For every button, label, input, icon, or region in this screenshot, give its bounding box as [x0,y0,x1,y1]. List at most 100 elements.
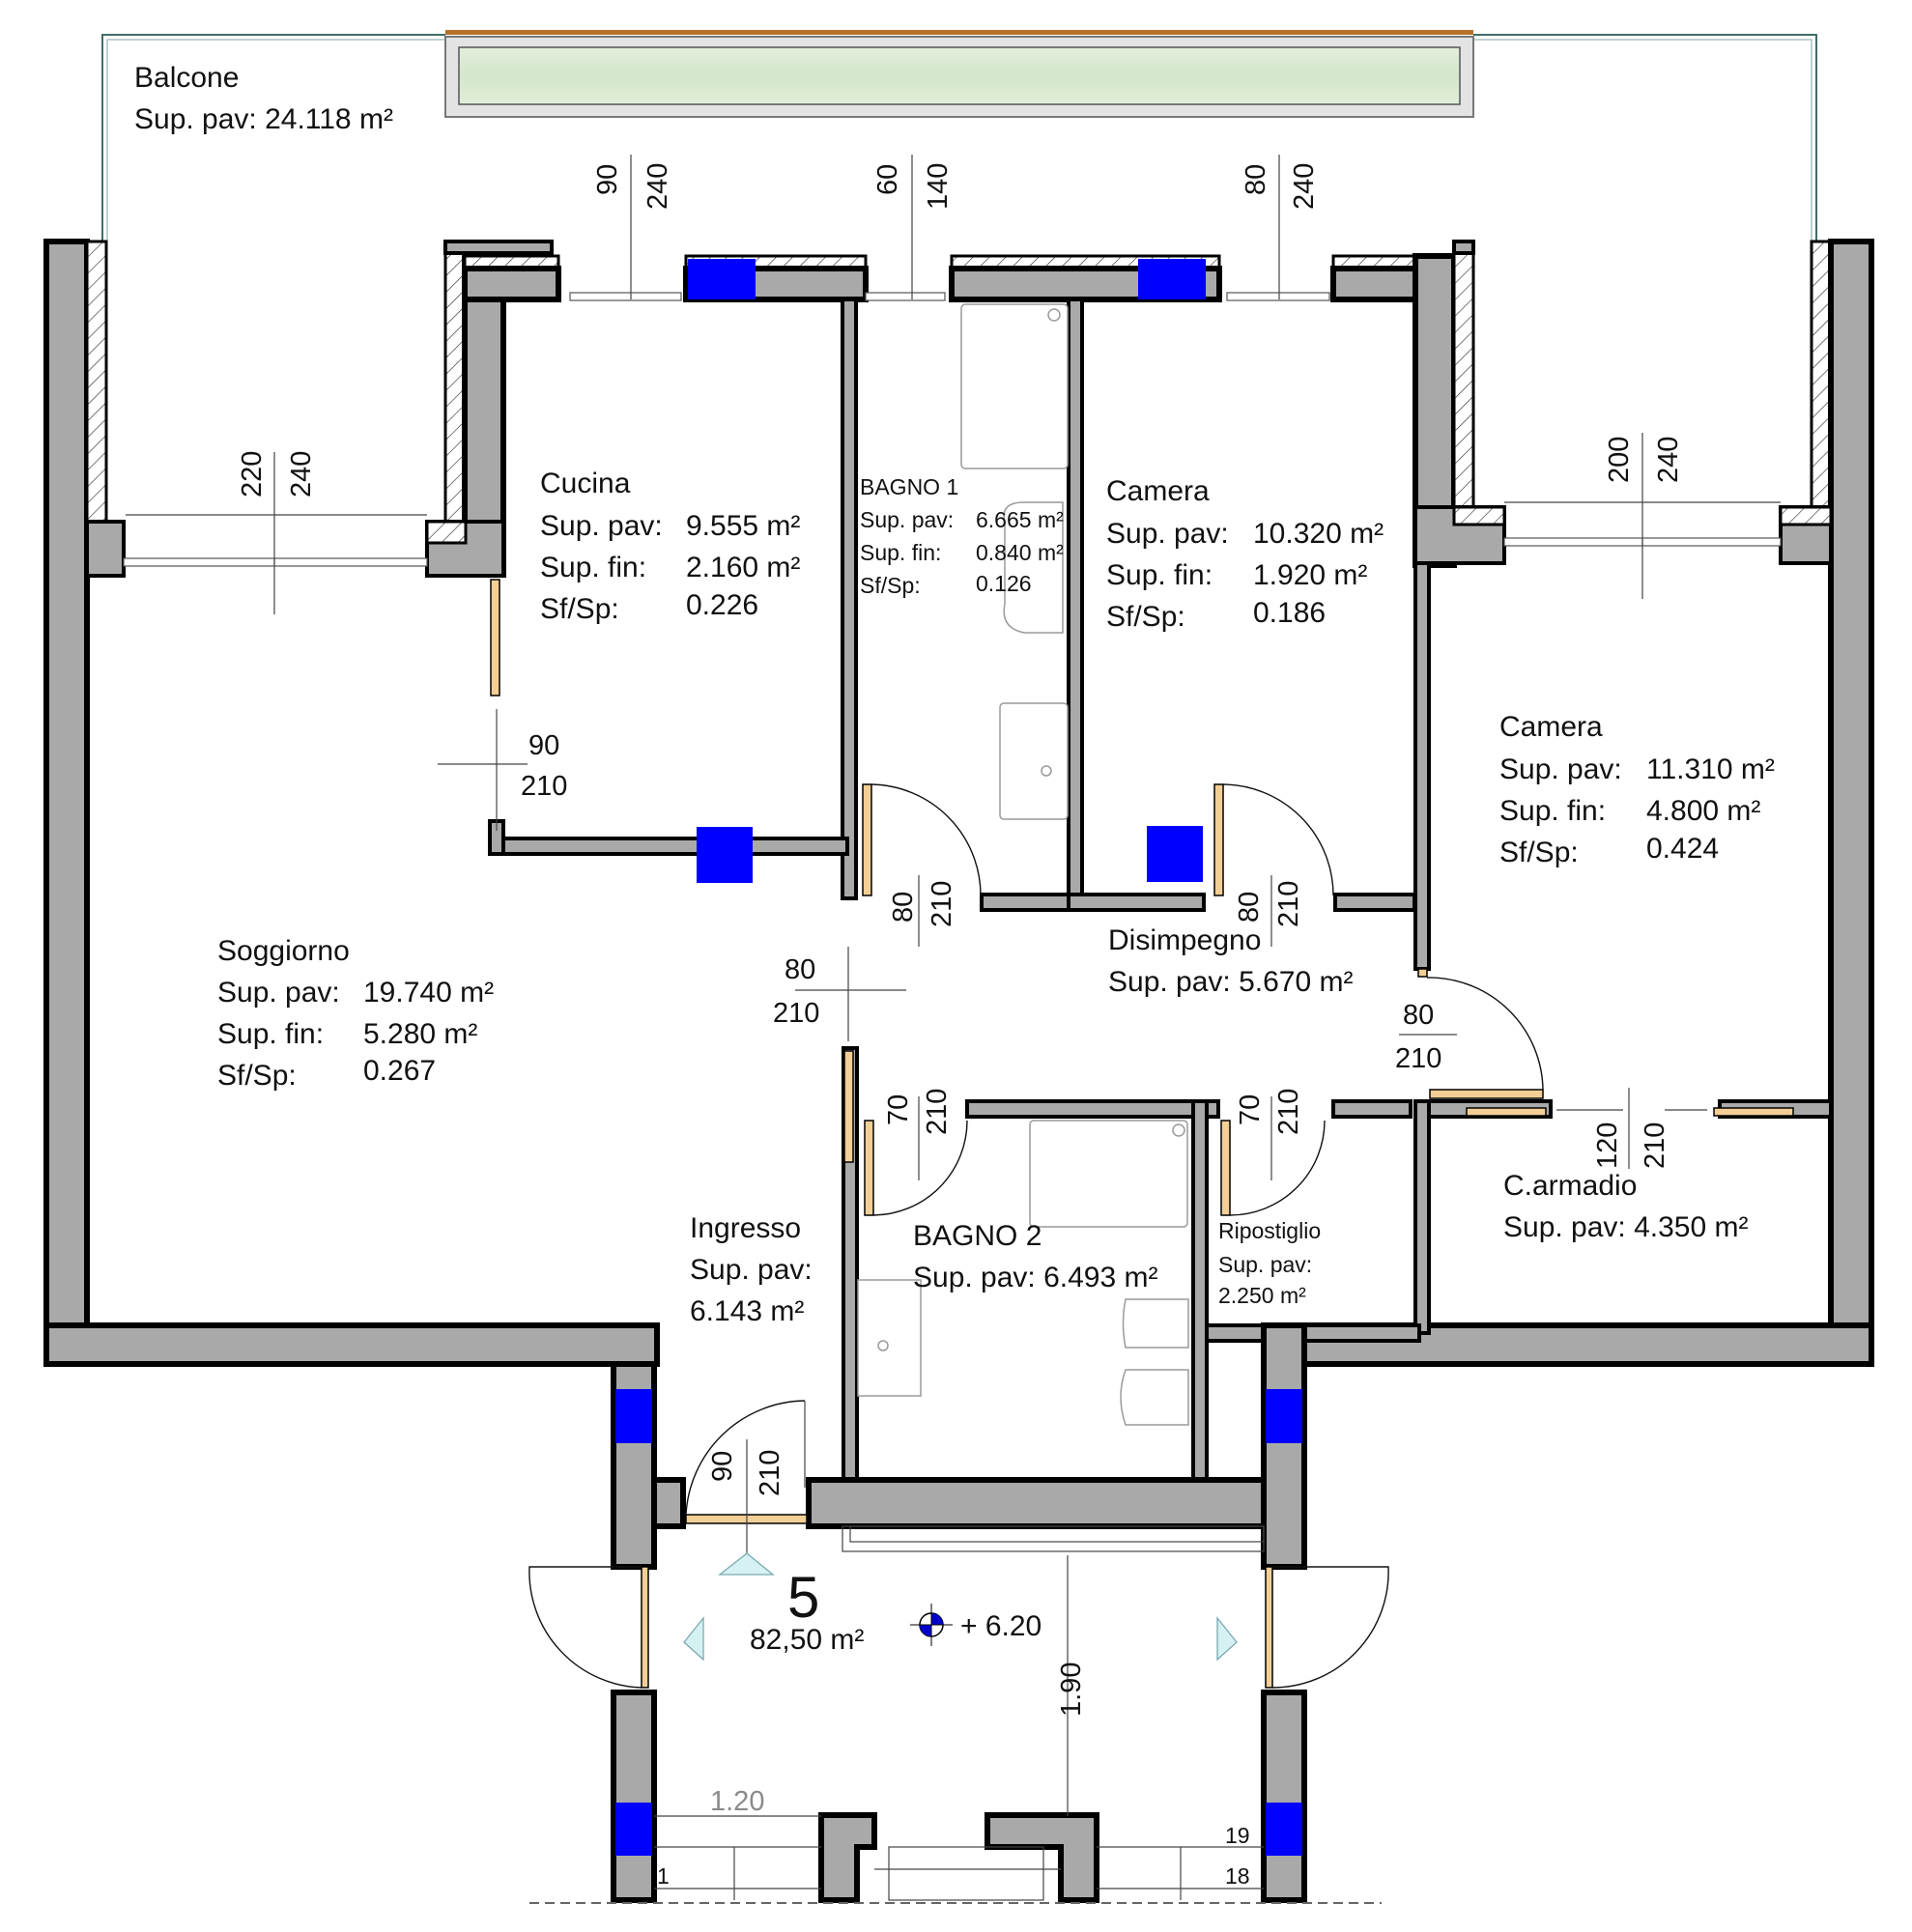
label-sup-pav: Sup. pav: [1218,1252,1312,1277]
pillar [615,1803,652,1856]
label-sup-fin: Sup. fin: [1499,795,1606,827]
label-sup-pav: Sup. pav: [540,510,663,542]
dim-win-soggiorno-h: 240 [286,451,317,497]
room-area-cabina-armadio: Sup. pav: 4.350 m² [1503,1211,1748,1243]
room-name-camera-2: Camera [1499,711,1603,743]
room-labels: Balcone Sup. pav: 24.118 m² Cucina Sup. … [134,62,1775,1656]
unit-area: 82,50 m² [750,1624,864,1656]
planter-top-edge [445,30,1473,35]
dim-door-camera2-w: 80 [1403,1000,1434,1031]
value-sup-fin: 4.800 m² [1646,795,1760,827]
dim-win-bagno1-w: 60 [872,164,903,195]
room-area-balcone: Sup. pav: 24.118 m² [134,103,393,135]
label-sup-fin: Sup. fin: [217,1018,324,1050]
room-name-cucina: Cucina [540,468,631,499]
entry-arrow-icon [683,1616,704,1662]
label-ratio: Sf/Sp: [540,593,619,625]
dim-door-carmadio-h: 210 [1640,1122,1670,1169]
stair-step-right-lower: 18 [1225,1863,1250,1889]
dim-door-soggiorno-h: 210 [773,998,819,1029]
value-sup-pav: 2.250 m² [1218,1283,1306,1308]
balcony-railing [101,34,1817,243]
label-ratio: Sf/Sp: [1499,837,1579,868]
label-sup-fin: Sup. fin: [860,540,941,565]
dim-door-camera1-h: 210 [1273,881,1304,927]
entry-markers [683,1552,1238,1662]
value-sup-pav: 6.665 m² [976,507,1064,532]
dim-door-ripostiglio-w: 70 [1235,1094,1266,1125]
value-sup-pav: 6.143 m² [690,1295,804,1327]
value-sup-pav: 19.740 m² [363,977,494,1009]
room-name-ripostiglio: Ripostiglio [1218,1218,1321,1243]
toilet [1003,501,1064,634]
value-sup-fin: 0.840 m² [976,540,1064,565]
dim-win-cucina-w: 90 [592,164,623,195]
sink [999,702,1069,820]
label-sup-pav: Sup. pav: [217,977,340,1009]
room-area-disimpegno: Sup. pav: 5.670 m² [1108,966,1353,998]
stair-step-left: 1 [657,1863,670,1889]
level-marker-icon [910,1604,953,1646]
room-name-balcone: Balcone [134,62,239,94]
value-sup-pav: 9.555 m² [686,510,800,542]
room-name-bagno2: BAGNO 2 [913,1220,1042,1252]
elevation-value: + 6.20 [960,1610,1042,1642]
opening-dimensions: 220 240 90 240 60 140 80 240 200 240 90 … [237,163,1684,1889]
pillar [615,1389,652,1443]
value-sup-fin: 5.280 m² [363,1018,477,1050]
dim-door-bagno2-h: 210 [922,1089,953,1135]
label-sup-fin: Sup. fin: [1106,559,1213,591]
unit-number: 5 [787,1565,819,1630]
entry-arrow-icon [718,1552,775,1576]
room-name-soggiorno: Soggiorno [217,935,350,967]
entry-arrow-icon [1216,1616,1238,1662]
dim-door-bagno2-w: 70 [883,1094,914,1125]
pillar [1266,1803,1302,1856]
room-area-bagno2: Sup. pav: 6.493 m² [913,1262,1157,1293]
label-ratio: Sf/Sp: [217,1060,297,1092]
shower-tray [1029,1120,1188,1228]
value-ratio: 0.126 [976,571,1032,596]
dim-win-soggiorno-w: 220 [237,451,268,497]
dim-door-bagno1-w: 80 [888,892,919,923]
dim-stair-width: 1.20 [710,1786,764,1817]
dim-door-cucina-h: 210 [521,771,567,802]
label-sup-pav: Sup. pav: [1106,518,1229,550]
sink [857,1279,922,1397]
label-sup-pav: Sup. pav: [690,1254,813,1286]
stair-step-right-upper: 19 [1225,1823,1250,1848]
fixtures [857,303,1189,1426]
dim-door-camera1-w: 80 [1234,892,1265,923]
value-ratio: 0.424 [1646,833,1719,865]
value-sup-pav: 10.320 m² [1253,518,1384,550]
room-name-disimpegno: Disimpegno [1108,924,1261,956]
pillar [1266,1389,1302,1443]
pillar [1138,259,1206,299]
label-sup-pav: Sup. pav: [1499,753,1622,785]
dim-win-camera2-h: 240 [1653,437,1684,483]
dim-win-camera1-h: 240 [1289,163,1320,210]
toilet [1120,1369,1189,1426]
bidet [1122,1298,1189,1349]
dim-door-bagno1-h: 210 [927,881,957,927]
dim-win-camera2-w: 200 [1604,437,1635,483]
label-sup-fin: Sup. fin: [540,552,646,583]
room-name-ingresso: Ingresso [690,1212,801,1244]
dim-win-bagno1-h: 140 [923,163,954,210]
dim-door-ripostiglio-h: 210 [1273,1089,1304,1135]
label-ratio: Sf/Sp: [1106,601,1185,633]
walls [43,239,1874,1903]
pillar [1147,826,1203,882]
dimension-lines [273,155,1707,1904]
dim-landing-depth: 1.90 [1056,1662,1087,1717]
dim-win-cucina-h: 240 [642,163,673,210]
dim-door-entrance-h: 210 [755,1450,785,1496]
pillar [697,827,753,883]
planter-greenery [458,46,1461,105]
shower-tray [960,303,1069,469]
label-ratio: Sf/Sp: [860,573,921,598]
value-ratio: 0.226 [686,589,758,621]
dim-win-camera1-w: 80 [1241,164,1271,195]
value-sup-pav: 11.310 m² [1646,753,1775,785]
